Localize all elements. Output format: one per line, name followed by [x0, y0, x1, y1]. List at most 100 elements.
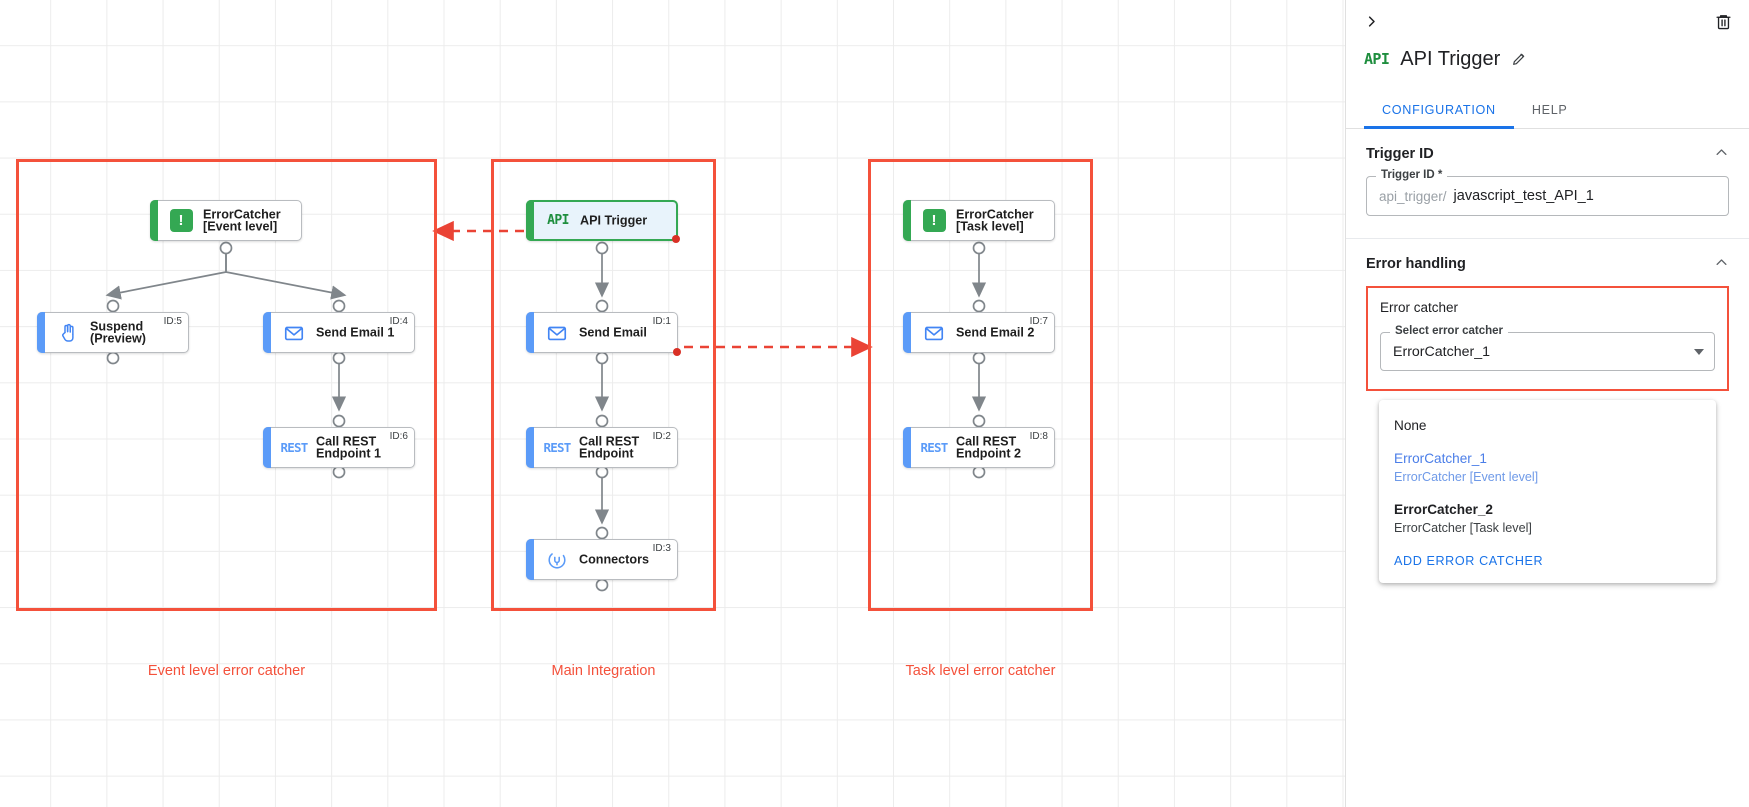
section-trigger-id: Trigger ID Trigger ID * api_trigger/ jav… [1346, 129, 1749, 239]
chevron-up-icon-2[interactable] [1714, 255, 1729, 273]
node-label: ErrorCatcher [Event level] [203, 206, 281, 234]
chevron-right-icon[interactable] [1358, 8, 1384, 34]
node-id-label: ID:2 [652, 431, 671, 442]
node-error-dot [672, 235, 680, 243]
node-id-label: ID:4 [389, 316, 408, 327]
node-label: Connectors [579, 552, 649, 567]
node-accent-bar [263, 427, 271, 468]
select-error-catcher-label: Select error catcher [1390, 325, 1509, 337]
chevron-down-icon[interactable] [1694, 348, 1704, 355]
trigger-id-value[interactable]: javascript_test_API_1 [1453, 188, 1594, 204]
node-accent-bar [903, 200, 911, 241]
error-catcher-block: Error catcher Select error catcher Error… [1366, 286, 1729, 583]
trigger-id-field-label: Trigger ID * [1376, 169, 1448, 181]
node-sendemail[interactable]: Send Email ID:1 [526, 312, 681, 356]
select-error-catcher[interactable]: Select error catcher ErrorCatcher_1 [1380, 325, 1715, 371]
node-label: Call REST Endpoint 2 [956, 433, 1022, 461]
tab-configuration[interactable]: CONFIGURATION [1364, 93, 1514, 129]
dropdown-option-primary: ErrorCatcher_1 [1394, 451, 1487, 466]
section-error-handling: Error handling Error catcher Select erro… [1346, 239, 1749, 583]
rest-icon: REST [543, 440, 572, 455]
rest-icon: REST [280, 436, 309, 460]
node-accent-bar [526, 539, 534, 580]
panel-topbar [1346, 0, 1749, 40]
connectors-icon [548, 550, 566, 569]
group-caption-event-level: Event level error catcher [147, 663, 306, 679]
node-ec2[interactable]: ! ErrorCatcher [Task level] [903, 200, 1055, 241]
dropdown-option-primary: None [1394, 418, 1427, 433]
trigger-id-field[interactable]: Trigger ID * api_trigger/ javascript_tes… [1366, 169, 1729, 216]
section-error-handling-body: Error catcher Select error catcher Error… [1346, 286, 1749, 583]
node-ec1[interactable]: ! ErrorCatcher [Event level] [150, 200, 302, 241]
rest-icon: REST [543, 436, 572, 460]
pencil-icon[interactable] [1511, 51, 1527, 67]
node-accent-bar [37, 312, 45, 353]
rest-icon: REST [280, 440, 309, 455]
error-catcher-icon: ! [922, 209, 946, 232]
connectors-icon [545, 548, 569, 572]
details-panel: API API Trigger CONFIGURATION HELP Trigg… [1345, 0, 1749, 807]
node-label: Suspend (Preview) [90, 318, 146, 346]
dropdown-option-0[interactable]: None [1379, 409, 1716, 442]
node-apitrigger[interactable]: API API Trigger [526, 200, 680, 243]
section-trigger-id-title: Trigger ID [1366, 146, 1434, 162]
hand-icon [61, 323, 74, 342]
error-catcher-icon: ! [922, 209, 946, 233]
group-caption-task-level: Task level error catcher [905, 663, 1056, 679]
group-box-event-level[interactable] [16, 159, 437, 611]
node-id-label: ID:5 [163, 316, 182, 327]
node-id-label: ID:3 [652, 543, 671, 554]
error-catcher-icon: ! [169, 209, 193, 232]
envelope-icon [282, 321, 306, 345]
add-error-catcher-button[interactable]: ADD ERROR CATCHER [1394, 554, 1544, 568]
page-title: API Trigger [1400, 47, 1501, 70]
section-trigger-id-header[interactable]: Trigger ID [1346, 129, 1749, 176]
api-icon: API [547, 213, 569, 228]
node-label: Send Email 1 [316, 325, 395, 340]
envelope-icon [547, 326, 567, 340]
node-id-label: ID:6 [389, 431, 408, 442]
section-error-handling-header[interactable]: Error handling [1346, 239, 1749, 286]
node-label: API Trigger [580, 213, 648, 228]
node-accent-bar [526, 427, 534, 468]
dropdown-option-secondary: ErrorCatcher [Event level] [1394, 470, 1539, 484]
node-id-label: ID:7 [1029, 316, 1048, 327]
error-catcher-label: Error catcher [1380, 300, 1459, 315]
envelope-icon [545, 321, 569, 345]
group-box-task-level[interactable] [868, 159, 1093, 611]
api-icon: API [1364, 50, 1390, 68]
error-catcher-icon: ! [169, 209, 193, 233]
node-rest[interactable]: REST Call REST Endpoint ID:2 [526, 427, 678, 468]
node-label: Send Email [579, 325, 647, 340]
dropdown-option-primary: ErrorCatcher_2 [1394, 502, 1493, 517]
node-suspend[interactable]: Suspend (Preview) ID:5 [37, 312, 189, 353]
node-label: Send Email 2 [956, 325, 1035, 340]
node-accent-bar [903, 312, 911, 353]
trash-icon[interactable] [1711, 9, 1735, 33]
trigger-id-prefix: api_trigger/ [1379, 188, 1447, 204]
tab-help[interactable]: HELP [1531, 103, 1568, 117]
node-label: ErrorCatcher [Task level] [956, 206, 1034, 234]
hand-icon [56, 321, 80, 345]
dropdown-option-secondary: ErrorCatcher [Task level] [1394, 521, 1532, 535]
node-accent-bar [903, 427, 911, 468]
section-error-handling-title: Error handling [1366, 256, 1466, 272]
chevron-up-icon[interactable] [1714, 145, 1729, 163]
envelope-icon [922, 321, 946, 345]
node-id-label: ID:1 [652, 316, 671, 327]
node-label: Call REST Endpoint [579, 433, 640, 461]
group-box-main-integration[interactable] [491, 159, 716, 611]
panel-tabs: CONFIGURATION HELP [1346, 93, 1749, 129]
section-trigger-id-body: Trigger ID * api_trigger/ javascript_tes… [1346, 169, 1749, 238]
